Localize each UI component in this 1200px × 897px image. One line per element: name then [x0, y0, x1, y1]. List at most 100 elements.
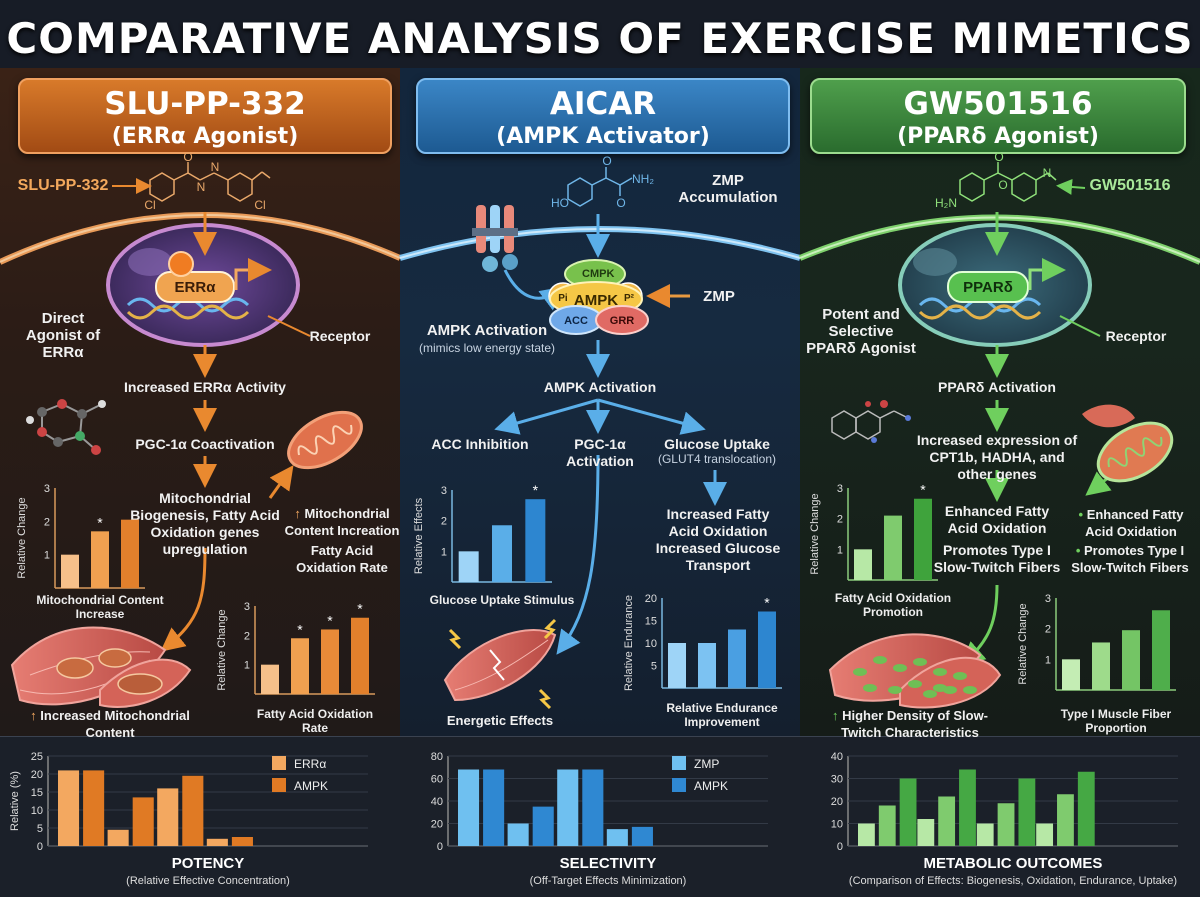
slu-atom-n-1: N	[196, 180, 206, 194]
c2-significance-star: *	[327, 612, 333, 628]
bullet-dot-icon: •	[1075, 543, 1084, 558]
complex-acc: ACC	[564, 315, 588, 327]
c8-legend-swatch	[672, 778, 686, 792]
gw-atom-n: N	[1042, 166, 1052, 180]
slu-atom-cl-1: Cl	[144, 198, 156, 212]
c2-title: Rate	[302, 721, 328, 735]
c7-legend-swatch	[272, 778, 286, 792]
c2-title: Fatty Acid Oxidation	[257, 707, 373, 721]
c6-tick-label: 1	[1045, 654, 1051, 666]
aicar-molecule	[567, 167, 633, 207]
aicar-zmp-label: ZMP	[703, 288, 735, 305]
header-aicar: AICAR (AMPK Activator)	[416, 78, 790, 154]
slu-side-note-2: Fatty Acid Oxidation Rate	[296, 543, 388, 575]
c6-bar	[1152, 610, 1170, 690]
ampk-complex	[548, 259, 649, 335]
c4-tick-label: 5	[651, 661, 657, 673]
c7-y-label: Relative (%)	[9, 771, 21, 831]
slu-step-2: PGC-1α Coactivation	[135, 436, 275, 452]
c4-bar	[728, 629, 746, 688]
c4-tick-label: 15	[645, 616, 657, 628]
aicar-ampk-activation-title: AMPK Activation	[426, 322, 548, 339]
c8-legend-swatch	[672, 756, 686, 770]
errα-receptor-badge: ERRα	[174, 279, 216, 296]
c2-bar	[261, 664, 279, 694]
c7-bar	[206, 838, 228, 846]
slu-muscle-caption: ↑ Increased Mitochondrial Content	[30, 708, 190, 740]
header-slu-subtitle: (ERRα Agonist)	[111, 124, 299, 149]
c4-significance-star: *	[764, 595, 770, 611]
c9-bar	[1036, 823, 1054, 846]
aicar-muscle-caption: Energetic Effects	[446, 713, 554, 728]
up-arrow-icon: ↑	[831, 708, 843, 723]
c7-legend-swatch	[272, 756, 286, 770]
complex-grr: GRR	[609, 315, 635, 327]
aicar-atom-o-1: O	[602, 154, 612, 168]
c3-significance-star: *	[533, 482, 539, 498]
slu-atom-o: O	[183, 150, 193, 164]
c1-title: Mitochondrial Content	[36, 593, 163, 607]
c9-bar	[1057, 794, 1074, 846]
mitochondria-dot	[888, 686, 902, 694]
mitochondria-dot	[873, 656, 887, 664]
fat-droplet-icon	[1082, 404, 1135, 428]
c2-significance-star: *	[297, 621, 303, 637]
c3-bar	[525, 499, 546, 582]
c7-subtitle: (Relative Effective Concentration)	[126, 875, 290, 887]
c7-tick-label: 25	[31, 751, 43, 763]
c9-bar	[997, 803, 1015, 846]
c9-bar	[899, 778, 917, 846]
c5-significance-star: *	[920, 482, 926, 498]
header-gw-name: GW501516	[903, 86, 1093, 122]
c3-y-label: Relative Effects	[413, 497, 425, 574]
mitochondria-dot	[943, 686, 957, 694]
slu-step-3: Mitochondrial Biogenesis, Fatty Acid Oxi…	[130, 490, 280, 557]
c1-significance-star: *	[97, 514, 103, 530]
c4-tick-label: 20	[645, 593, 657, 605]
mitochondria-dot	[933, 668, 947, 676]
c4-tick-label: 10	[645, 638, 657, 650]
c3-tick-label: 3	[441, 485, 447, 497]
mitochondrion-icon	[287, 410, 363, 470]
aicar-atom-ho: HO	[551, 196, 569, 210]
c3-title: Glucose Uptake Stimulus	[430, 593, 575, 607]
aicar-atom-nh2: NH₂	[632, 172, 654, 186]
c5-tick-label: 1	[837, 544, 843, 556]
complex-ampk: AMPK	[573, 292, 619, 309]
c5-title: Fatty Acid Oxidation	[835, 591, 951, 605]
c7-tick-label: 20	[31, 769, 43, 781]
c2-bar	[291, 638, 309, 694]
c4-title: Relative Endurance	[666, 701, 778, 715]
gw-step-3b: Promotes Type I Slow-Twitch Fibers	[933, 542, 1061, 575]
c8-legend-label: AMPK	[694, 779, 728, 793]
slu-molecule	[149, 162, 271, 202]
gw-side-2: • Promotes Type I Slow-Twitch Fibers	[1071, 543, 1189, 575]
aicar-branch-acc: ACC Inhibition	[431, 436, 529, 452]
c7-bar	[231, 837, 253, 846]
c4-title: Improvement	[684, 715, 759, 729]
aicar-branch-pgc: PGC-1α Activation	[566, 436, 634, 469]
c7-legend-label: AMPK	[294, 779, 328, 793]
c8-legend-label: ZMP	[694, 757, 719, 771]
c5-bar	[854, 549, 872, 580]
c8-tick-label: 80	[431, 751, 443, 763]
aicar-branch-glucose: Glucose Uptake	[664, 436, 770, 452]
c3-bar	[492, 525, 512, 582]
c8-bar	[631, 826, 653, 846]
c7-bar	[83, 770, 105, 846]
gw-receptor-label: Receptor	[1105, 328, 1167, 344]
mitochondria-dot	[853, 668, 867, 676]
c8-tick-label: 60	[431, 774, 443, 786]
c8-tick-label: 0	[437, 841, 443, 853]
mitochondria-dot	[908, 680, 922, 688]
c8-bar	[557, 769, 579, 846]
c9-tick-label: 30	[831, 774, 843, 786]
c9-tick-label: 10	[831, 819, 843, 831]
c7-title: POTENCY	[172, 855, 245, 872]
c8-bar	[507, 823, 529, 846]
up-arrow-icon: ↑	[294, 506, 305, 521]
c1-tick-label: 3	[44, 483, 50, 495]
gw-muscle-caption: ↑ Higher Density of Slow-Twitch Characte…	[831, 708, 989, 740]
